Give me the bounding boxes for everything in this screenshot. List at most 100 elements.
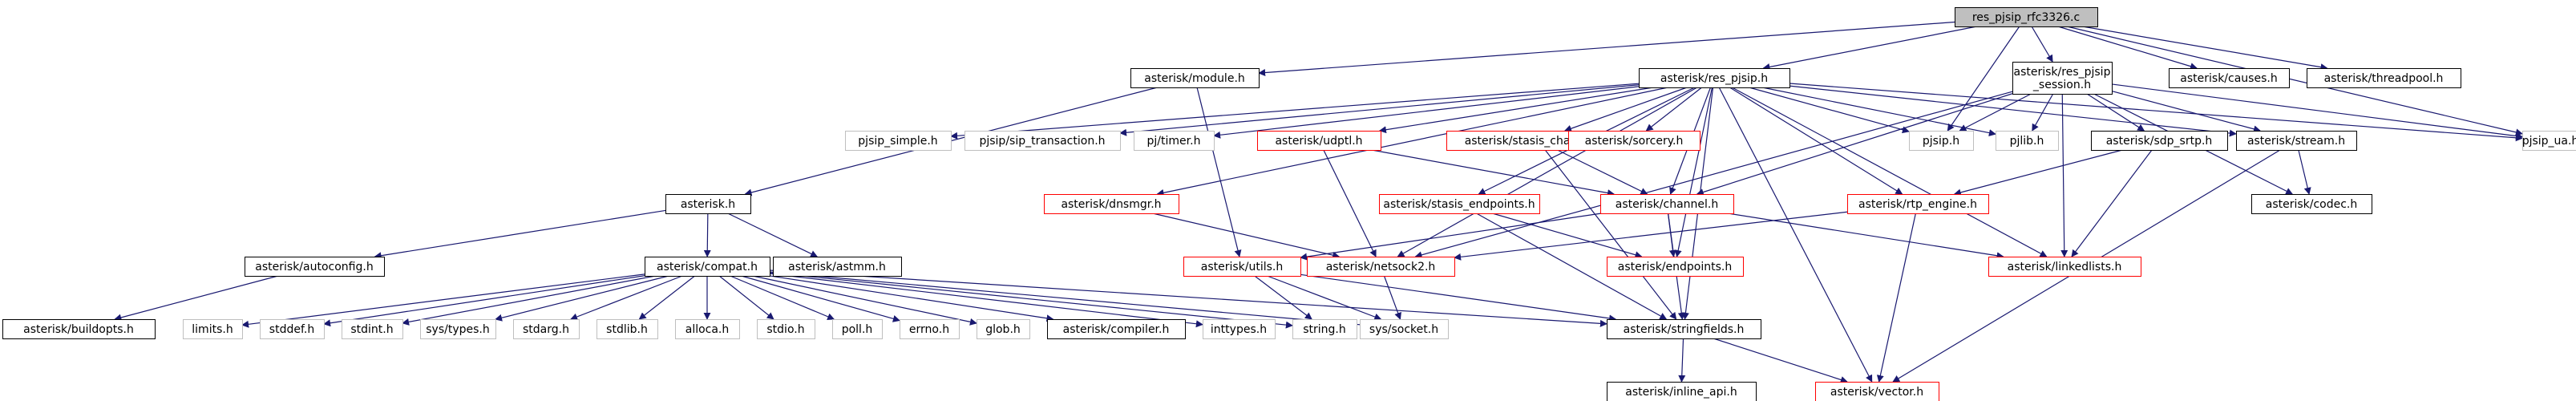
node-systypes[interactable]: sys/types.h — [420, 319, 496, 339]
node-box-utils — [1183, 257, 1301, 277]
node-label-codec: asterisk/codec.h — [2266, 198, 2358, 211]
edge-sdp_srtp-to-rtp_engine — [1953, 149, 2123, 196]
node-label-threadpool: asterisk/threadpool.h — [2324, 72, 2444, 85]
node-label-systypes: sys/types.h — [426, 323, 489, 336]
node-box-threadpool — [2307, 68, 2461, 88]
edge-compat-to-unistd — [769, 271, 1375, 330]
node-vector[interactable]: asterisk/vector.h — [1815, 382, 1939, 401]
node-label-sdp_srtp: asterisk/sdp_srtp.h — [2106, 135, 2213, 148]
node-channel[interactable]: asterisk/channel.h — [1600, 194, 1734, 214]
node-endpoints[interactable]: asterisk/endpoints.h — [1607, 257, 1744, 277]
node-threadpool[interactable]: asterisk/threadpool.h — [2307, 68, 2461, 88]
edge-compat-to-stringfields — [769, 269, 1607, 327]
node-codec[interactable]: asterisk/codec.h — [2251, 194, 2372, 214]
node-label-poll: poll.h — [842, 323, 873, 336]
node-label-session-line-1: _session.h — [2032, 79, 2091, 91]
node-stddef[interactable]: stddef.h — [260, 319, 325, 339]
node-box-linkedlists — [1988, 257, 2141, 277]
edge-stream-to-codec — [2298, 149, 2311, 195]
node-box-systypes — [420, 319, 496, 339]
node-label-asterisk: asterisk.h — [681, 198, 735, 211]
node-pj_timer[interactable]: pj/timer.h — [1134, 131, 1215, 151]
edge-session-to-netsock2 — [1414, 91, 2013, 259]
node-box-autoconfig — [245, 257, 385, 277]
node-asterisk[interactable]: asterisk.h — [665, 194, 751, 214]
node-respjsip[interactable]: asterisk/res_pjsip.h — [1639, 68, 1790, 88]
node-label-stdarg: stdarg.h — [523, 323, 569, 336]
edge-rtp_engine-to-netsock2 — [1454, 211, 1848, 261]
edge-compat-to-errno — [741, 275, 900, 322]
node-session[interactable]: asterisk/res_pjsip_session.h — [2012, 62, 2113, 95]
edge-compat-to-stdlib — [638, 275, 695, 320]
node-label-netsock2: asterisk/netsock2.h — [1326, 261, 1436, 273]
node-dnsmgr[interactable]: asterisk/dnsmgr.h — [1044, 194, 1179, 214]
edge-respjsip-to-vector — [1718, 87, 1873, 383]
node-inline_api[interactable]: asterisk/inline_api.h — [1607, 382, 1757, 401]
node-root[interactable]: res_pjsip_rfc3326.c — [1955, 7, 2098, 27]
node-stringfields[interactable]: asterisk/stringfields.h — [1607, 319, 1761, 339]
node-buildopts[interactable]: asterisk/buildopts.h — [2, 319, 156, 339]
edge-asterisk-to-autoconfig — [374, 209, 666, 260]
edge-root-to-threadpool — [2082, 26, 2328, 71]
node-string[interactable]: string.h — [1292, 319, 1357, 339]
node-stasis_endpoints[interactable]: asterisk/stasis_endpoints.h — [1379, 194, 1540, 214]
node-poll[interactable]: poll.h — [832, 319, 883, 339]
node-rtp_engine[interactable]: asterisk/rtp_engine.h — [1847, 194, 1989, 214]
node-box-glob — [977, 319, 1030, 339]
node-netsock2[interactable]: asterisk/netsock2.h — [1307, 257, 1455, 277]
node-label-respjsip: asterisk/res_pjsip.h — [1660, 72, 1768, 85]
node-pjlib[interactable]: pjlib.h — [1996, 131, 2059, 151]
node-label-udptl: asterisk/udptl.h — [1275, 135, 1362, 148]
node-stream[interactable]: asterisk/stream.h — [2236, 131, 2357, 151]
edge-sdp_srtp-to-linkedlists — [2071, 149, 2153, 257]
node-utils[interactable]: asterisk/utils.h — [1183, 257, 1301, 277]
node-box-pj_timer — [1134, 131, 1215, 151]
node-udptl[interactable]: asterisk/udptl.h — [1257, 131, 1381, 151]
node-box-sorcery — [1568, 131, 1700, 151]
edge-compat-to-glob — [752, 275, 977, 326]
node-stdarg[interactable]: stdarg.h — [513, 319, 580, 339]
node-label-stringfields: asterisk/stringfields.h — [1624, 323, 1745, 336]
node-box-codec — [2251, 194, 2372, 214]
node-pjsip[interactable]: pjsip.h — [1909, 131, 1974, 151]
node-errno[interactable]: errno.h — [900, 319, 960, 339]
node-syssocket[interactable]: sys/socket.h — [1360, 319, 1449, 339]
edge-compat-to-string — [769, 272, 1293, 329]
edge-stasis_channels-to-stringfields — [1544, 149, 1677, 320]
node-label-inttypes: inttypes.h — [1211, 323, 1267, 336]
node-box-compiler — [1047, 319, 1186, 339]
node-glob[interactable]: glob.h — [977, 319, 1030, 339]
node-stdio[interactable]: stdio.h — [757, 319, 815, 339]
node-stdint[interactable]: stdint.h — [342, 319, 403, 339]
node-module[interactable]: asterisk/module.h — [1130, 68, 1260, 88]
node-label-string: string.h — [1303, 323, 1346, 336]
node-box-pjsip_sip_transaction — [964, 131, 1121, 151]
node-pjsip_ua[interactable]: pjsip_ua.h — [2522, 131, 2576, 151]
edge-autoconfig-to-buildopts — [114, 275, 278, 322]
node-box-stdarg — [513, 319, 580, 339]
node-stdlib[interactable]: stdlib.h — [596, 319, 658, 339]
node-sorcery[interactable]: asterisk/sorcery.h — [1568, 131, 1700, 151]
edge-compat-to-systypes — [495, 275, 669, 322]
node-compat[interactable]: asterisk/compat.h — [645, 257, 770, 277]
node-box-module — [1130, 68, 1260, 88]
node-limits[interactable]: limits.h — [183, 319, 243, 339]
node-pjsip_simple[interactable]: pjsip_simple.h — [845, 131, 952, 151]
edge-channel-to-linkedlists — [1728, 213, 2004, 260]
node-label-pj_timer: pj/timer.h — [1147, 135, 1201, 148]
node-sdp_srtp[interactable]: asterisk/sdp_srtp.h — [2091, 131, 2228, 151]
node-label-session-line-0: asterisk/res_pjsip — [2014, 66, 2111, 79]
edge-respjsip-to-pjsip — [1749, 87, 1910, 134]
node-astmm[interactable]: asterisk/astmm.h — [773, 257, 902, 277]
node-autoconfig[interactable]: asterisk/autoconfig.h — [245, 257, 385, 277]
node-causes[interactable]: asterisk/causes.h — [2169, 68, 2290, 88]
edge-asterisk-to-compat — [703, 213, 711, 257]
node-label-pjsip_simple: pjsip_simple.h — [858, 135, 937, 148]
node-inttypes[interactable]: inttypes.h — [1203, 319, 1276, 339]
edge-udptl-to-netsock2 — [1323, 149, 1377, 257]
node-compiler[interactable]: asterisk/compiler.h — [1047, 319, 1186, 339]
edge-respjsip-to-dnsmgr — [1156, 87, 1668, 196]
node-linkedlists[interactable]: asterisk/linkedlists.h — [1988, 257, 2141, 277]
node-alloca[interactable]: alloca.h — [675, 319, 740, 339]
node-pjsip_sip_transaction[interactable]: pjsip/sip_transaction.h — [964, 131, 1121, 151]
